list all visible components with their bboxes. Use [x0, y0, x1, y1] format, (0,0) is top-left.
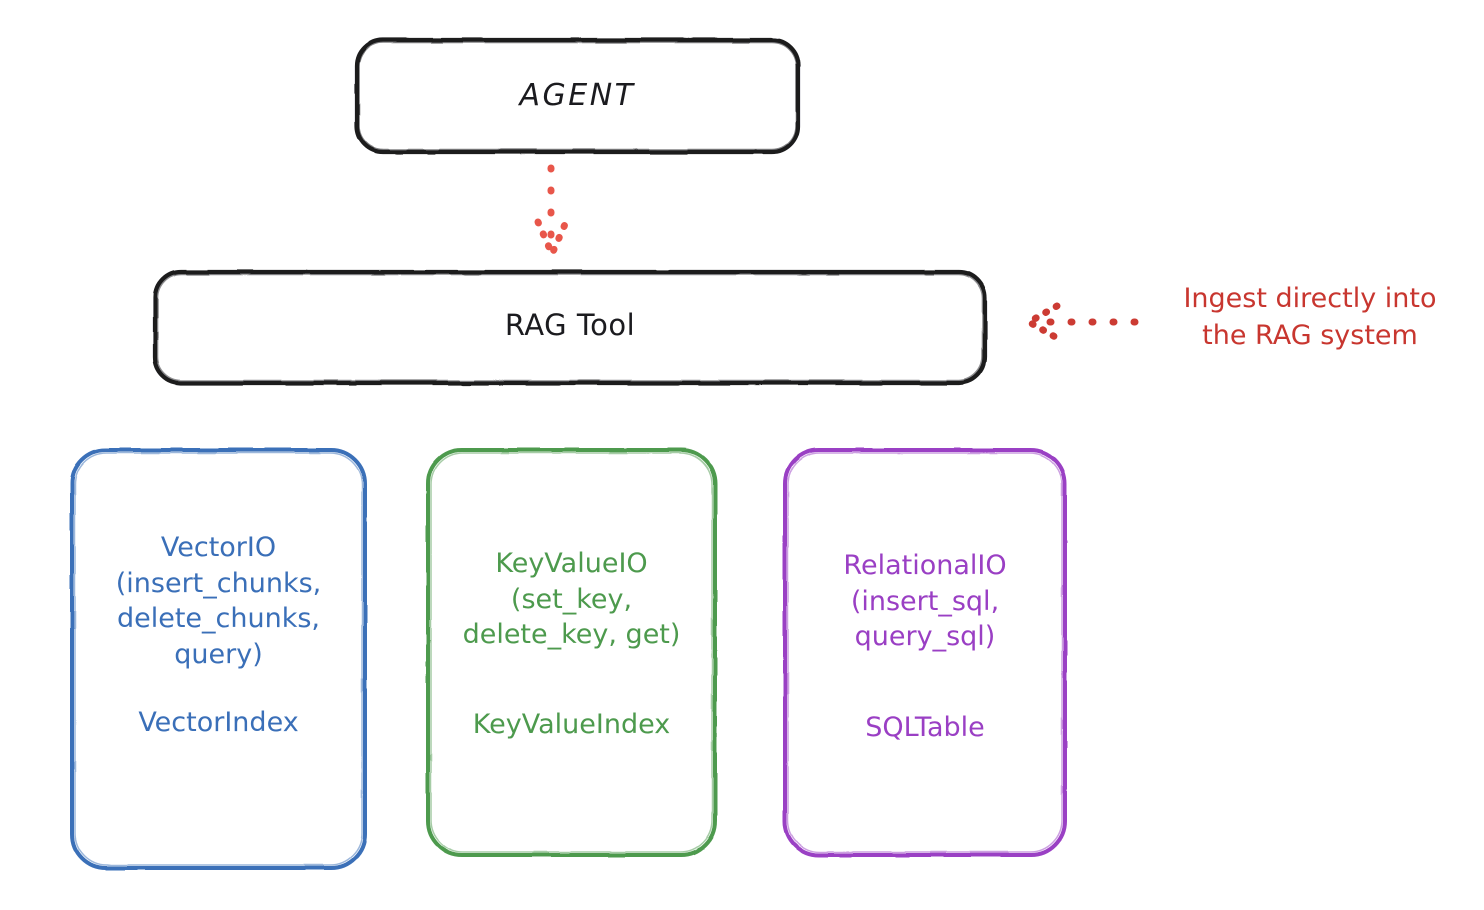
vector-io-node-outline[interactable] [70, 448, 367, 870]
ingest-arrow [1025, 302, 1139, 342]
keyvalue-io-node-outline[interactable] [426, 448, 717, 857]
agent-to-rag-arrow [534, 164, 570, 258]
ingest-annotation-label: Ingest directly into the RAG system [1183, 283, 1437, 351]
relational-io-node-outline[interactable] [783, 448, 1067, 857]
agent-node-outline[interactable] [354, 37, 801, 155]
rag-tool-node-outline[interactable] [152, 269, 988, 386]
